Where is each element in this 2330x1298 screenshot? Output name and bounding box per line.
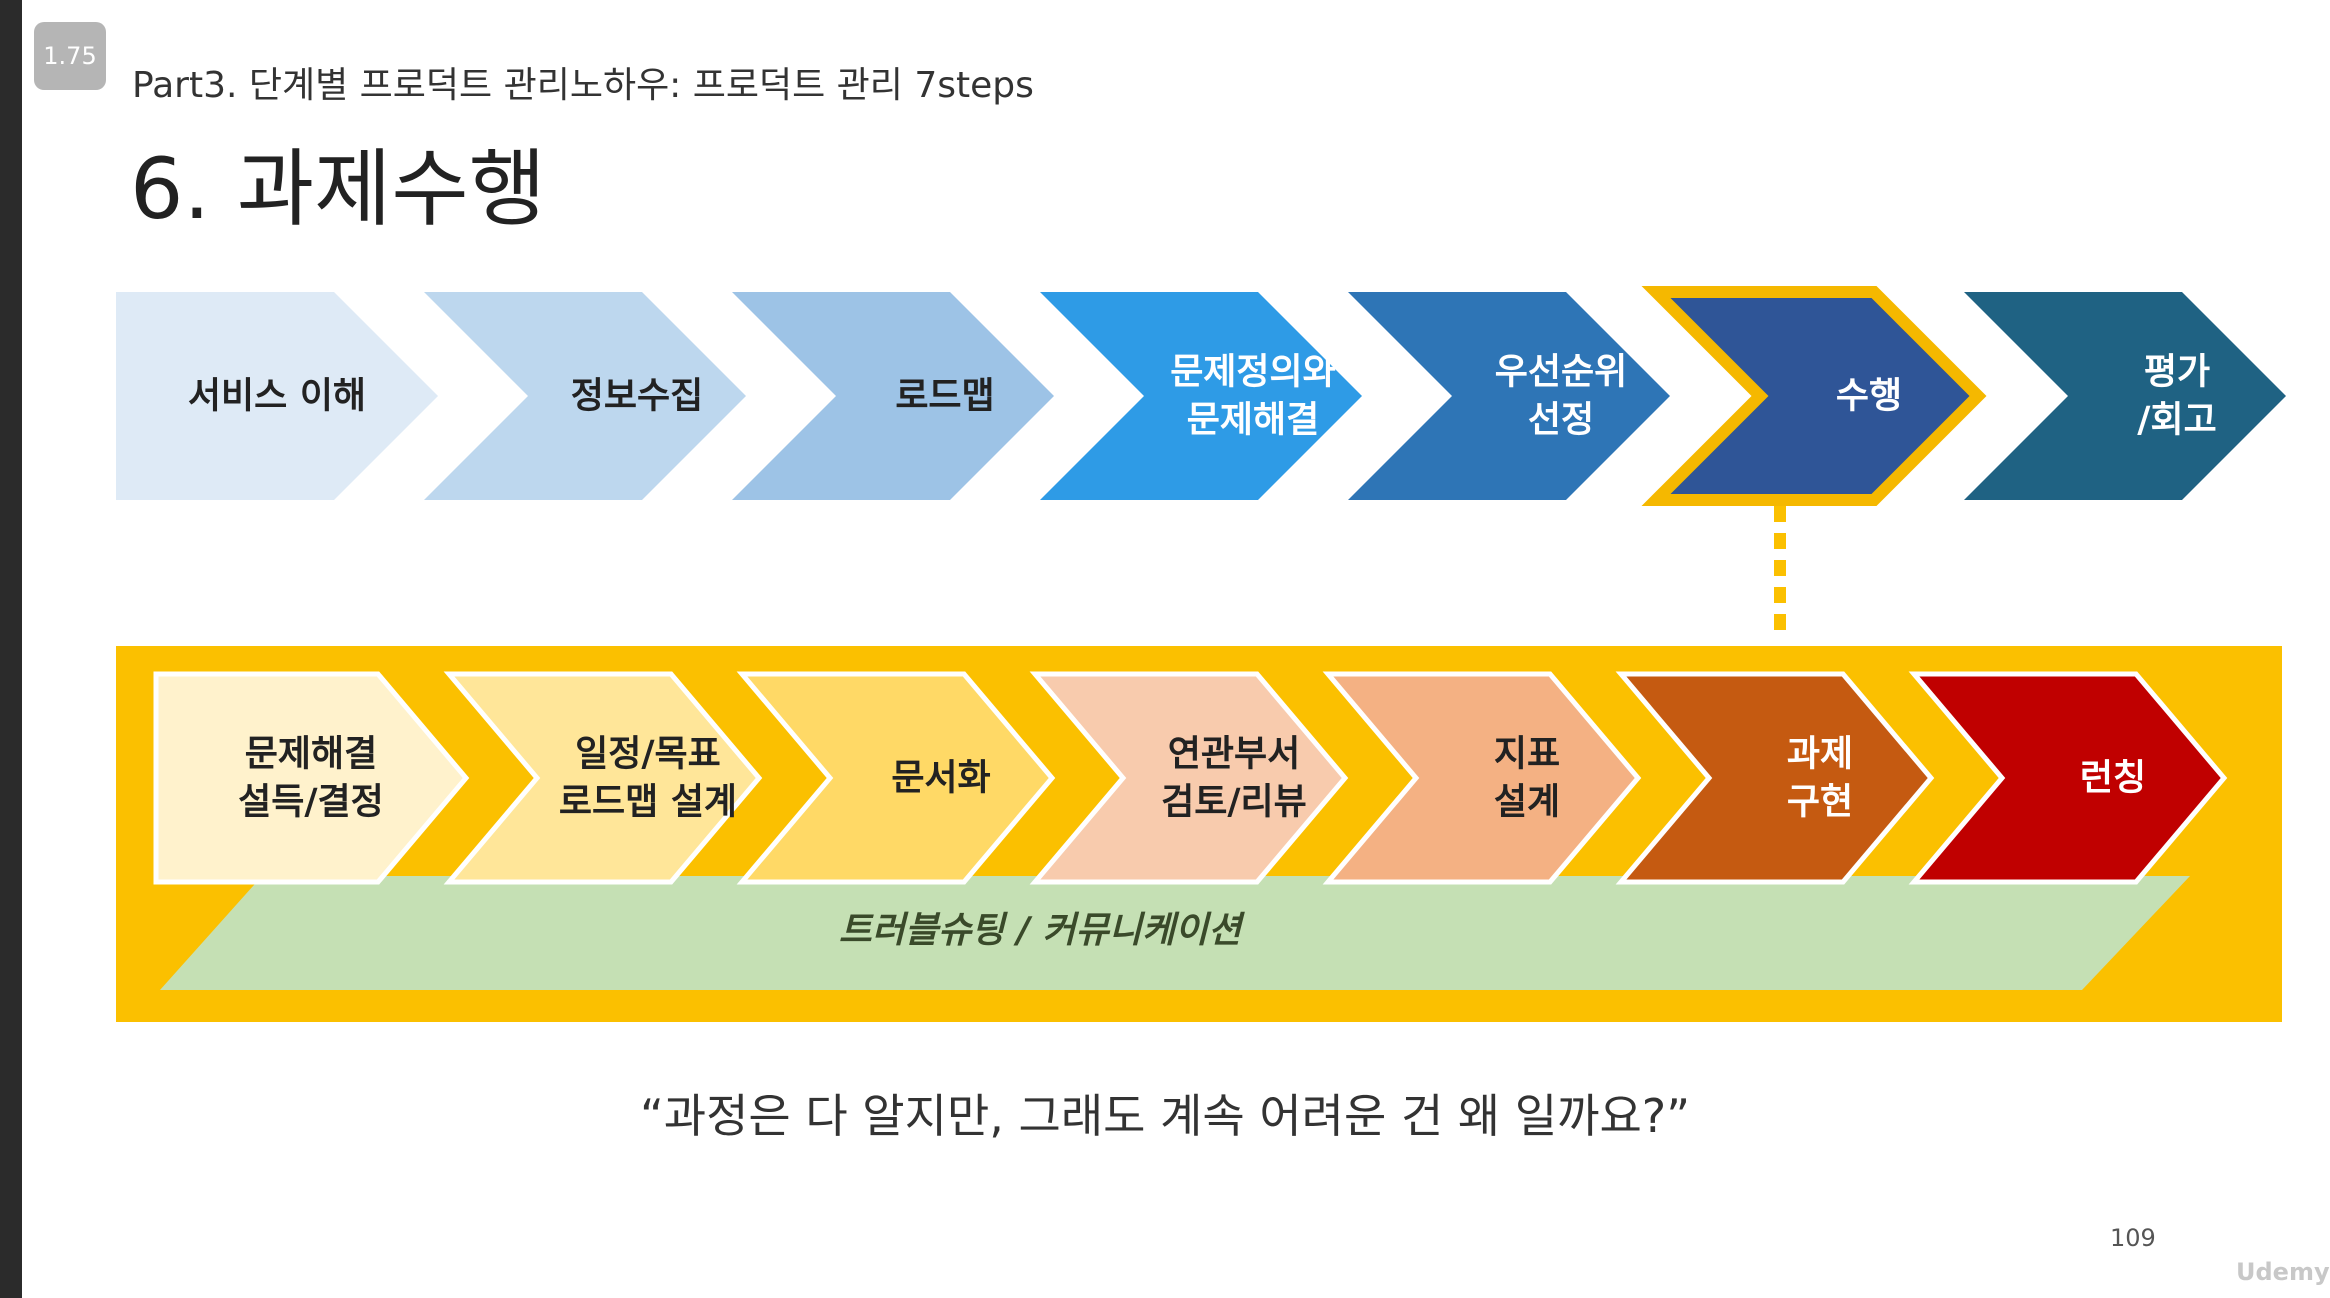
sub-step-chevron-5 bbox=[1322, 671, 1642, 885]
top-step-chevron-1 bbox=[116, 292, 438, 500]
sub-step-label-6-1: 과제 bbox=[1787, 734, 1853, 775]
top-step-chevron-2 bbox=[424, 292, 746, 500]
top-step-chevron-7 bbox=[1964, 292, 2286, 500]
troubleshooting-band bbox=[160, 876, 2190, 990]
sub-step-label-7-1: 런칭 bbox=[2080, 758, 2146, 799]
page-number: 109 bbox=[2110, 1224, 2156, 1252]
top-step-chevron-6 bbox=[1641, 286, 1987, 506]
sub-step-label-4-1: 연관부서 bbox=[1168, 734, 1300, 775]
playback-speed-badge[interactable]: 1.75 bbox=[34, 22, 106, 90]
sub-step-label-6-2: 구현 bbox=[1787, 782, 1853, 823]
sub-step-chevron-3 bbox=[736, 671, 1056, 885]
top-step-chevron-3 bbox=[732, 292, 1054, 500]
band-label: 트러블슈팅 / 커뮤니케이션 bbox=[839, 910, 1245, 951]
top-step-label-4-1: 문제정의와 bbox=[1170, 352, 1336, 393]
slide-subtitle: Part3. 단계별 프로덕트 관리노하우: 프로덕트 관리 7steps bbox=[132, 65, 1034, 106]
top-step-label-7-1: 평가 bbox=[2144, 352, 2210, 393]
player-left-edge bbox=[0, 0, 22, 1298]
top-step-label-3-1: 로드맵 bbox=[895, 376, 994, 417]
sub-step-label-2-2: 로드맵 설계 bbox=[559, 782, 737, 823]
sub-step-label-3-1: 문서화 bbox=[891, 758, 990, 799]
slide-title: 6. 과제수행 bbox=[130, 140, 546, 238]
sub-step-chevron-4 bbox=[1029, 671, 1349, 885]
sub-step-label-1-1: 문제해결 bbox=[245, 734, 377, 775]
sub-step-label-2-1: 일정/목표 bbox=[575, 734, 721, 775]
sub-step-label-1-2: 설득/결정 bbox=[238, 782, 384, 823]
top-step-label-1-1: 서비스 이해 bbox=[188, 376, 366, 417]
top-step-label-5-2: 선정 bbox=[1528, 400, 1594, 441]
sub-step-label-5-2: 설계 bbox=[1494, 782, 1560, 823]
top-step-label-2-1: 정보수집 bbox=[571, 376, 703, 417]
top-step-label-5-1: 우선순위 bbox=[1495, 352, 1627, 393]
top-step-chevron-4 bbox=[1040, 292, 1362, 500]
sub-step-chevron-1 bbox=[153, 671, 470, 885]
top-step-label-7-2: /회고 bbox=[2137, 400, 2216, 441]
sub-step-label-4-2: 검토/리뷰 bbox=[1161, 782, 1307, 823]
top-step-chevron-5 bbox=[1348, 292, 1670, 500]
sub-step-chevron-7 bbox=[1908, 671, 2228, 885]
udemy-watermark: Udemy bbox=[2236, 1258, 2330, 1286]
top-step-label-6-1: 수행 bbox=[1836, 376, 1902, 417]
slide-quote: “과정은 다 알지만, 그래도 계속 어려운 건 왜 일까요?” bbox=[639, 1089, 1691, 1143]
top-step-label-4-2: 문제해결 bbox=[1187, 400, 1319, 441]
sub-step-chevron-2 bbox=[443, 671, 763, 885]
sub-step-label-5-1: 지표 bbox=[1494, 734, 1560, 775]
sub-step-chevron-6 bbox=[1615, 671, 1935, 885]
